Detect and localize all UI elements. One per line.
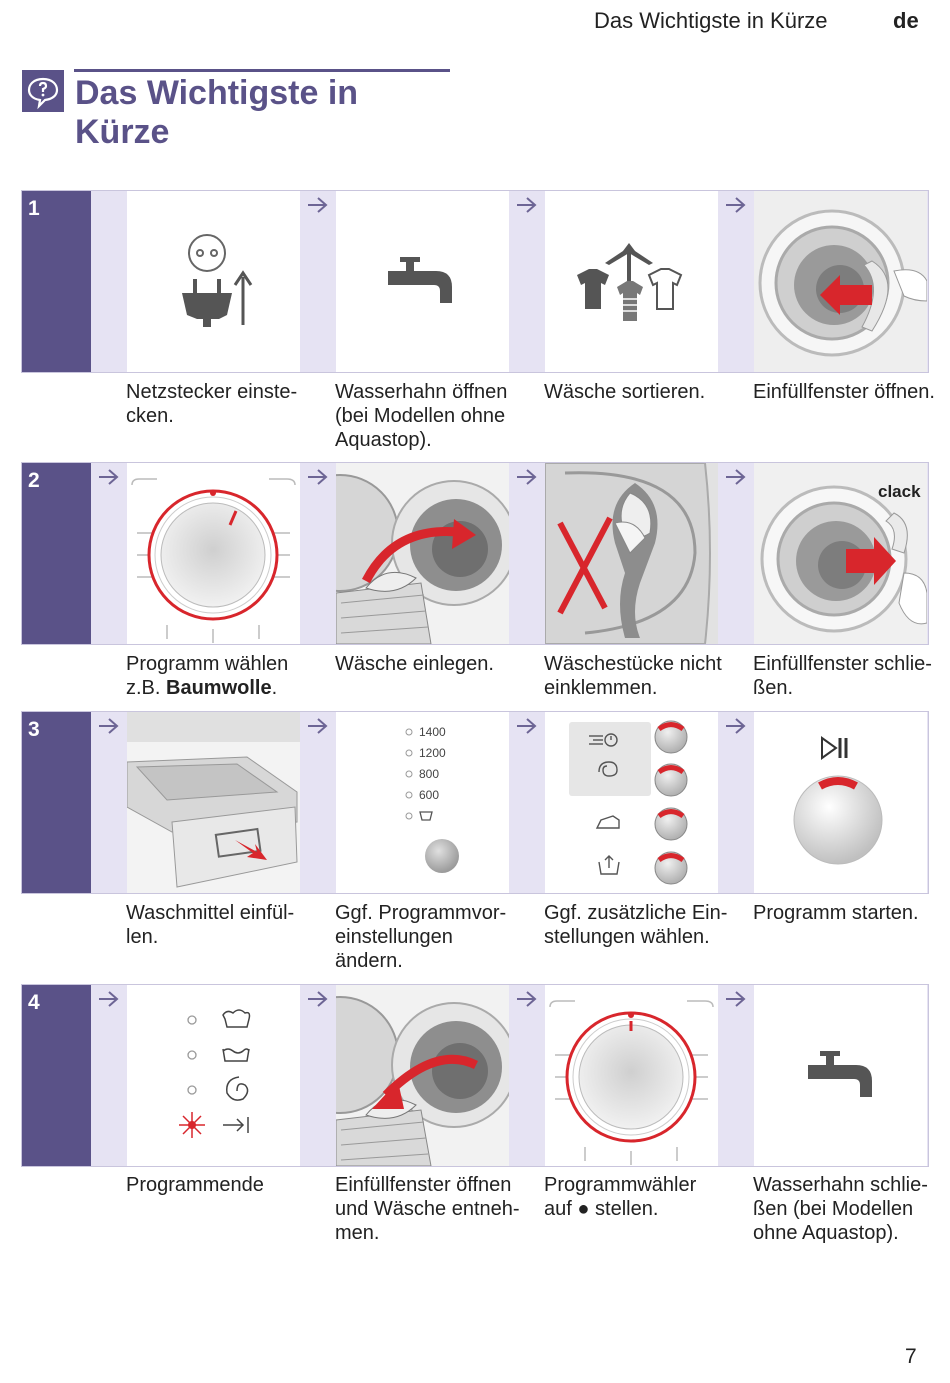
caption-step2-load: Wäsche einlegen.	[335, 653, 494, 675]
step-1-panel-open-door	[754, 191, 927, 372]
step-3-panel-detergent	[127, 712, 300, 893]
program-dial-icon	[131, 478, 296, 643]
next-arrow-icon	[97, 716, 121, 736]
step-2-panel-dial	[127, 463, 300, 644]
caption-step4-dial-off: Programmwähler auf ● stellen.	[544, 1174, 697, 1220]
step-2-panel-no-clamp	[545, 463, 718, 644]
step-3: 3 1400 1200 800 600	[21, 711, 929, 894]
page-title-line2: Kürze	[75, 113, 170, 151]
caption-step4-end: Programmende	[126, 1174, 264, 1196]
step-1-panel-tap	[336, 191, 509, 372]
title-rule	[74, 69, 450, 72]
spin-800-label: 800	[419, 767, 439, 781]
spin-600-label: 600	[419, 788, 439, 802]
next-arrow-icon	[97, 467, 121, 487]
unload-laundry-illustration	[336, 985, 509, 1166]
next-arrow-icon	[306, 989, 330, 1009]
step-3-panel-options	[545, 712, 718, 893]
caption-step1-plug: Netzstecker einste-cken.	[126, 381, 298, 427]
program-dial-off-icon	[549, 1000, 714, 1165]
laundry-sort-icon	[577, 243, 683, 321]
step-2-panel-close-door: clack	[754, 463, 927, 644]
step-4-panel-unload	[336, 985, 509, 1166]
step-3-panel-start	[754, 712, 927, 893]
step-4-panel-tap	[754, 985, 927, 1166]
step-1: 1	[21, 190, 929, 373]
clack-label: clack	[878, 482, 921, 501]
rinse-hold-icon	[419, 811, 433, 821]
next-arrow-icon	[724, 716, 748, 736]
next-arrow-icon	[515, 716, 539, 736]
spin-1200-label: 1200	[419, 746, 446, 760]
caption-step1-open: Einfüllfenster öffnen.	[753, 381, 935, 403]
program-name-bold: Baumwolle	[166, 677, 272, 699]
header-section-title: Das Wichtigste in Kürze	[594, 8, 828, 33]
step-4-number-tab: 4	[22, 985, 91, 1166]
next-arrow-icon	[306, 467, 330, 487]
caption-step3-detergent: Waschmittel einfül-len.	[126, 902, 295, 948]
caption-step2-close: Einfüllfenster schlie-ßen.	[753, 653, 932, 699]
next-arrow-icon	[515, 989, 539, 1009]
step-1-panel-sort	[545, 191, 718, 372]
water-tap-icon	[808, 1051, 872, 1097]
detergent-drawer-illustration	[127, 712, 300, 893]
step-4-panel-end	[127, 985, 300, 1166]
step-4-panel-dial-off	[545, 985, 718, 1166]
spin-speed-selector: 1400 1200 800 600	[405, 725, 459, 873]
off-symbol: ●	[577, 1198, 590, 1220]
next-arrow-icon	[515, 467, 539, 487]
caption-step1-sort: Wäsche sortieren.	[544, 381, 706, 403]
next-arrow-icon	[306, 716, 330, 736]
next-arrow-icon	[724, 989, 748, 1009]
program-status-indicators	[179, 1009, 251, 1138]
step-3-panel-presets: 1400 1200 800 600	[336, 712, 509, 893]
load-laundry-illustration	[336, 463, 509, 644]
start-pause-button	[793, 736, 883, 865]
next-arrow-icon	[97, 989, 121, 1009]
next-arrow-icon	[724, 467, 748, 487]
next-arrow-icon	[515, 195, 539, 215]
step-4: 4	[21, 984, 929, 1167]
next-arrow-icon	[306, 195, 330, 215]
info-speech-icon	[22, 70, 64, 112]
header-language: de	[893, 8, 919, 33]
preset-button	[425, 839, 459, 873]
option-buttons	[569, 720, 688, 885]
no-clamp-illustration	[545, 463, 718, 644]
caption-step3-start: Programm starten.	[753, 902, 919, 924]
step-2-number-tab: 2	[22, 463, 91, 644]
spin-1400-label: 1400	[419, 725, 446, 739]
play-pause-icon	[821, 736, 838, 760]
page-number: 7	[905, 1345, 917, 1368]
step-3-number-tab: 3	[22, 712, 91, 893]
caption-step3-options: Ggf. zusätzliche Ein-stellungen wählen.	[544, 902, 728, 948]
step-1-number-tab: 1	[22, 191, 91, 372]
close-door-illustration: clack	[754, 463, 927, 644]
plug-socket-icon	[182, 234, 253, 327]
page-title: Das Wichtigste in Kürze	[75, 74, 358, 152]
water-tap-icon	[388, 257, 452, 303]
caption-step2-dial: Programm wählen z.B. Baumwolle.	[126, 653, 289, 699]
next-arrow-icon	[724, 195, 748, 215]
step-2-panel-load	[336, 463, 509, 644]
page-title-line1: Das Wichtigste in	[75, 74, 359, 112]
step-1-panel-plug	[127, 191, 300, 372]
step-2: 2	[21, 462, 929, 645]
open-door-illustration	[754, 191, 927, 372]
